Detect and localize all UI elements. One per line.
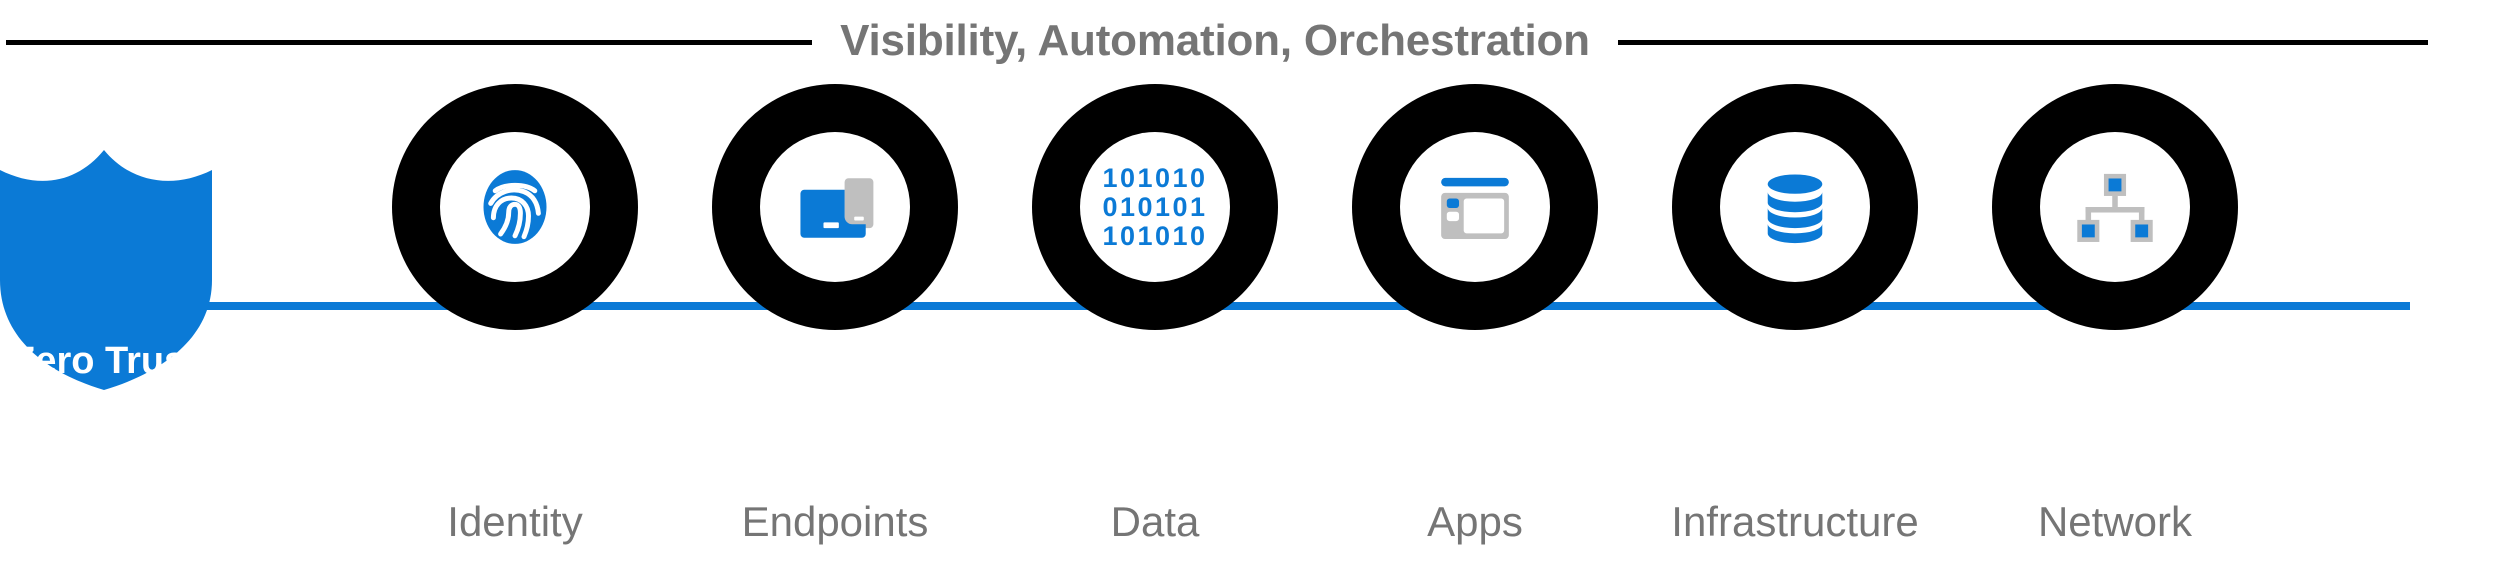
header-banner: Visibility, Automation, Orchestration	[0, 10, 2498, 72]
pillar-network[interactable]	[1992, 84, 2238, 330]
pillar-label-apps: Apps	[1427, 498, 1523, 545]
database-icon	[1739, 151, 1851, 263]
zero-trust-shield[interactable]: Zero Trust Security	[0, 148, 222, 428]
network-tree-icon	[2059, 151, 2171, 263]
pillar-label-identity: Identity	[447, 498, 583, 545]
pillar-apps[interactable]	[1352, 84, 1598, 330]
pillar-label-infrastructure: Infrastructure	[1671, 498, 1919, 545]
header-title: Visibility, Automation, Orchestration	[840, 16, 1590, 65]
header-rule-left	[6, 40, 812, 45]
pillar-label-data: Data	[1110, 498, 1200, 545]
pillar-label-endpoints: Endpoints	[741, 498, 929, 545]
fingerprint-icon	[459, 151, 571, 263]
pillar-disc	[1720, 132, 1870, 282]
pillar-disc	[440, 132, 590, 282]
pillar-infrastructure[interactable]	[1672, 84, 1918, 330]
binary-data-icon: 101010 010101 101010	[1099, 151, 1211, 263]
connector-line	[170, 302, 2410, 310]
pillar-label-network: Network	[2037, 498, 2193, 545]
devices-icon	[779, 151, 891, 263]
pillar-disc: 101010 010101 101010	[1080, 132, 1230, 282]
binary-row-1: 101010	[1102, 162, 1208, 193]
pillar-data[interactable]: 101010 010101 101010	[1032, 84, 1278, 330]
app-window-icon	[1419, 151, 1531, 263]
pillar-disc	[1400, 132, 1550, 282]
pillar-identity[interactable]	[392, 84, 638, 330]
binary-row-2: 010101	[1102, 191, 1208, 222]
binary-row-3: 101010	[1102, 220, 1208, 251]
pillar-disc	[2040, 132, 2190, 282]
pillar-endpoints[interactable]	[712, 84, 958, 330]
header-rule-right	[1618, 40, 2428, 45]
pillar-disc	[760, 132, 910, 282]
